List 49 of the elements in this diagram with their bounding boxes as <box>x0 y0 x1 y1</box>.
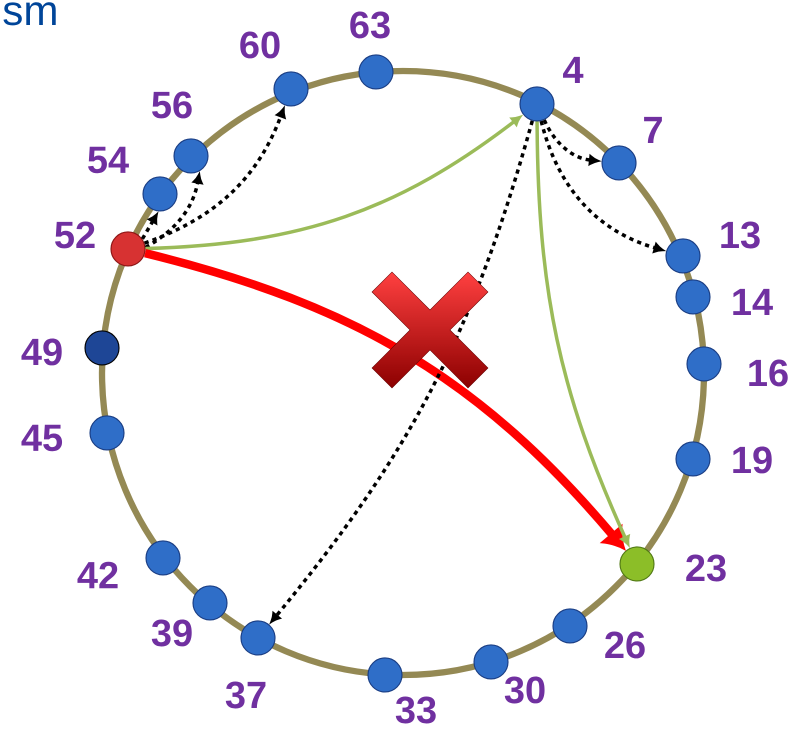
ring-node <box>84 330 120 366</box>
ring-node <box>192 585 228 621</box>
arrow <box>144 174 203 249</box>
ring-node <box>601 145 637 181</box>
node-number: 33 <box>396 696 436 724</box>
ring-node <box>519 86 555 122</box>
node-number: 26 <box>605 632 645 658</box>
node-number: 60 <box>240 32 280 58</box>
node-number: 39 <box>152 620 192 646</box>
node-number: 16 <box>749 360 788 386</box>
node-number: 45 <box>21 424 62 452</box>
arrow <box>542 119 599 166</box>
ring-node <box>552 608 588 644</box>
ring-node <box>675 279 711 315</box>
ring-node <box>686 346 722 382</box>
arrow <box>270 120 534 623</box>
node-number: 54 <box>88 146 129 174</box>
node-number: 49 <box>21 338 62 366</box>
arrow <box>144 108 286 245</box>
node-number: 42 <box>77 562 118 588</box>
arrow <box>144 249 624 549</box>
ring-node <box>273 71 309 107</box>
node-number: 14 <box>733 288 773 316</box>
heading-text: sm <box>3 2 56 26</box>
node-number: 37 <box>226 682 266 708</box>
node-number: 19 <box>733 446 772 474</box>
node-number: 13 <box>721 222 760 248</box>
arrow <box>535 122 630 546</box>
ring-node <box>145 540 181 576</box>
ring-node <box>367 657 403 693</box>
ring-node <box>358 54 394 90</box>
ring-node <box>89 415 125 451</box>
arrow <box>540 120 664 253</box>
node-number: 52 <box>55 222 95 248</box>
arrow <box>145 116 522 250</box>
arrow <box>140 214 158 240</box>
node-number: 30 <box>504 676 545 704</box>
ring-node <box>110 231 146 267</box>
node-number: 23 <box>686 554 726 582</box>
ring-node <box>675 441 711 477</box>
ring-node <box>240 620 276 656</box>
ring-node <box>142 176 178 212</box>
node-number: 4 <box>563 56 584 84</box>
ring-node <box>619 546 655 582</box>
ring-node <box>173 138 209 174</box>
node-number: 7 <box>644 116 662 144</box>
node-number: 63 <box>350 12 390 38</box>
ring-node <box>665 238 701 274</box>
node-number: 56 <box>152 92 192 118</box>
